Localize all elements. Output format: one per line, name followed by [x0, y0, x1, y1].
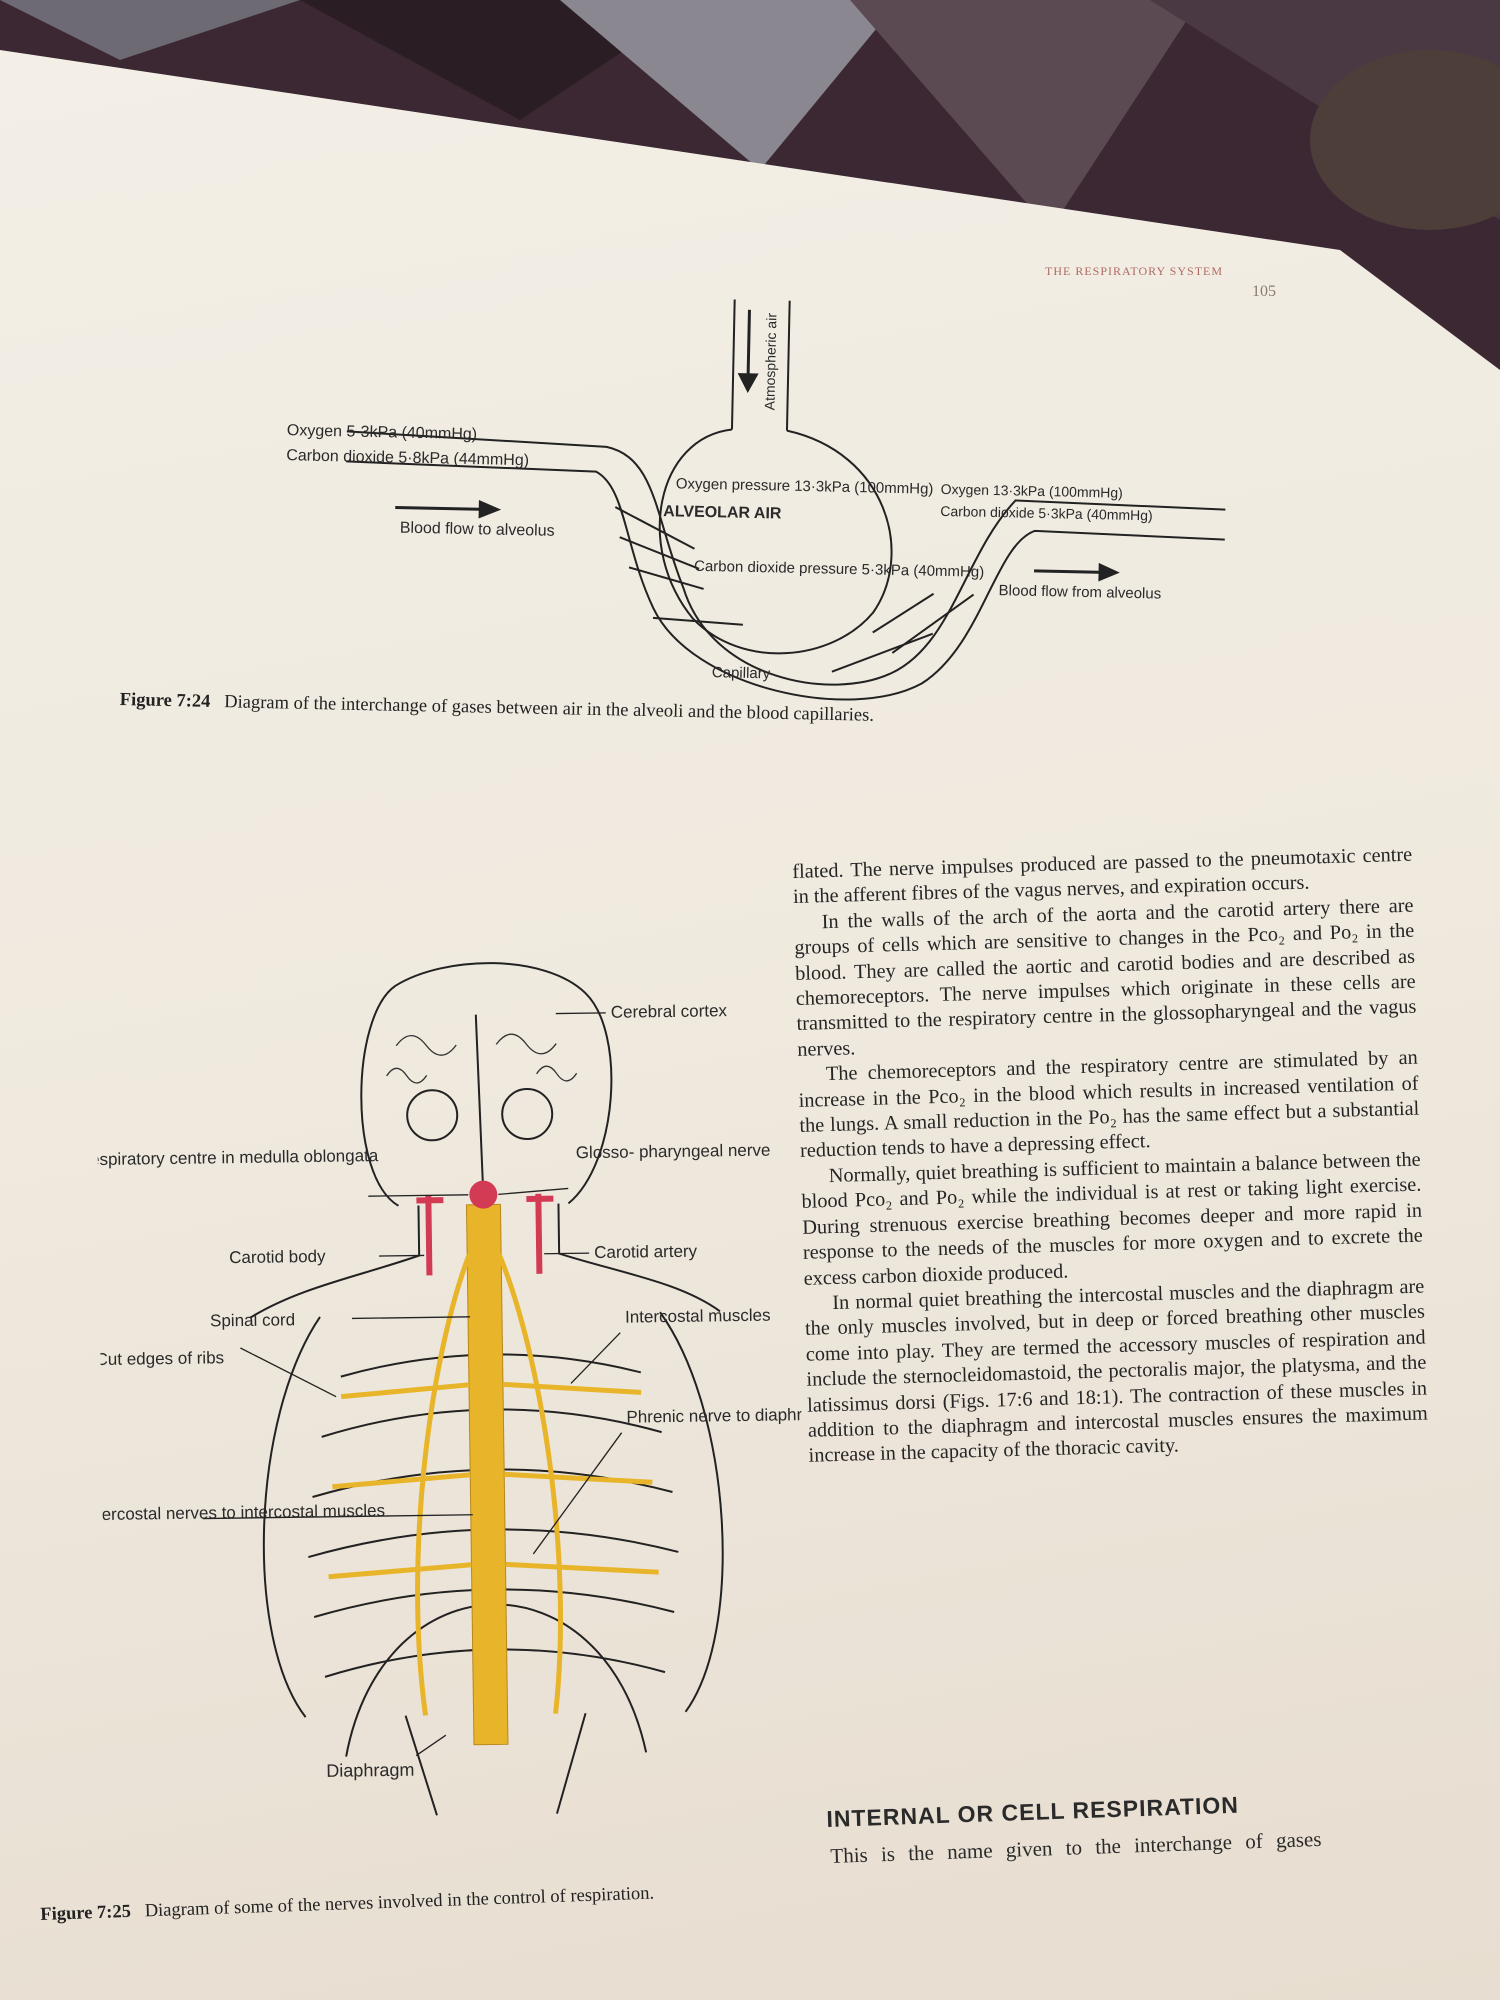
cerebral-cortex-label: Cerebral cortex — [611, 1001, 728, 1022]
intercostal-nerves-label: Intercostal nerves to intercostal muscle… — [95, 1501, 385, 1524]
figure-7-24-diagram: Atmospheric air Oxygen 5·3kPa (40mmHg) C… — [280, 280, 1236, 710]
co2-pressure-label: Carbon dioxide pressure 5·3kPa (40mmHg) — [694, 558, 984, 581]
blood-flow-from-label: Blood flow from alveolus — [998, 582, 1161, 602]
figure-7-25-caption-label: Figure 7:25 — [40, 1901, 132, 1925]
running-head: THE RESPIRATORY SYSTEM — [1045, 264, 1224, 278]
co2-right-label: Carbon dioxide 5·3kPa (40mmHg) — [940, 503, 1153, 523]
carotid-body-label: Carotid body — [229, 1247, 326, 1267]
figure-7-25-diagram: Cerebral cortex Respiratory centre in me… — [78, 960, 835, 1840]
intercostal-muscles-label: Intercostal muscles — [625, 1306, 771, 1327]
oxygen-right-label: Oxygen 13·3kPa (100mmHg) — [941, 481, 1123, 501]
paragraph-4: Normally, quiet breathing is sufficient … — [801, 1148, 1424, 1290]
phrenic-nerve-label: Phrenic nerve to diaphragm — [626, 1405, 807, 1427]
oxygen-left-label: Oxygen 5·3kPa (40mmHg) — [287, 422, 478, 443]
respiratory-centre-label: Respiratory centre in medulla oblongata — [95, 1146, 379, 1169]
paragraph-5: In normal quiet breathing the intercosta… — [804, 1275, 1429, 1468]
blood-flow-to-label: Blood flow to alveolus — [400, 520, 555, 540]
capillary-label: Capillary — [712, 664, 771, 682]
spinal-cord-label: Spinal cord — [210, 1310, 295, 1330]
carotid-artery-label: Carotid artery — [594, 1242, 698, 1262]
figure-7-24-caption-label: Figure 7:24 — [119, 690, 211, 712]
paragraph-3: The chemoreceptors and the respiratory c… — [798, 1046, 1420, 1163]
paragraph-2: In the walls of the arch of the aorta an… — [794, 894, 1417, 1061]
cerebral-cortex-line: Cerebral cortex — [611, 1001, 728, 1022]
cut-edges-label: Cut edges of ribs — [95, 1348, 224, 1369]
co2-left-label: Carbon dioxide 5·8kPa (44mmHg) — [286, 447, 529, 469]
glossopharyngeal-label: Glosso- pharyngeal nerve — [576, 1141, 771, 1163]
diaphragm-label: Diaphragm — [326, 1760, 414, 1781]
atmospheric-air-label: Atmospheric air — [761, 313, 779, 411]
body-text-column: flated. The nerve impulses produced are … — [792, 843, 1429, 1470]
alveolar-air-label: ALVEOLAR AIR — [663, 503, 782, 522]
oxygen-pressure-label: Oxygen pressure 13·3kPa (100mmHg) — [676, 475, 934, 497]
page-number: 105 — [1252, 283, 1276, 300]
